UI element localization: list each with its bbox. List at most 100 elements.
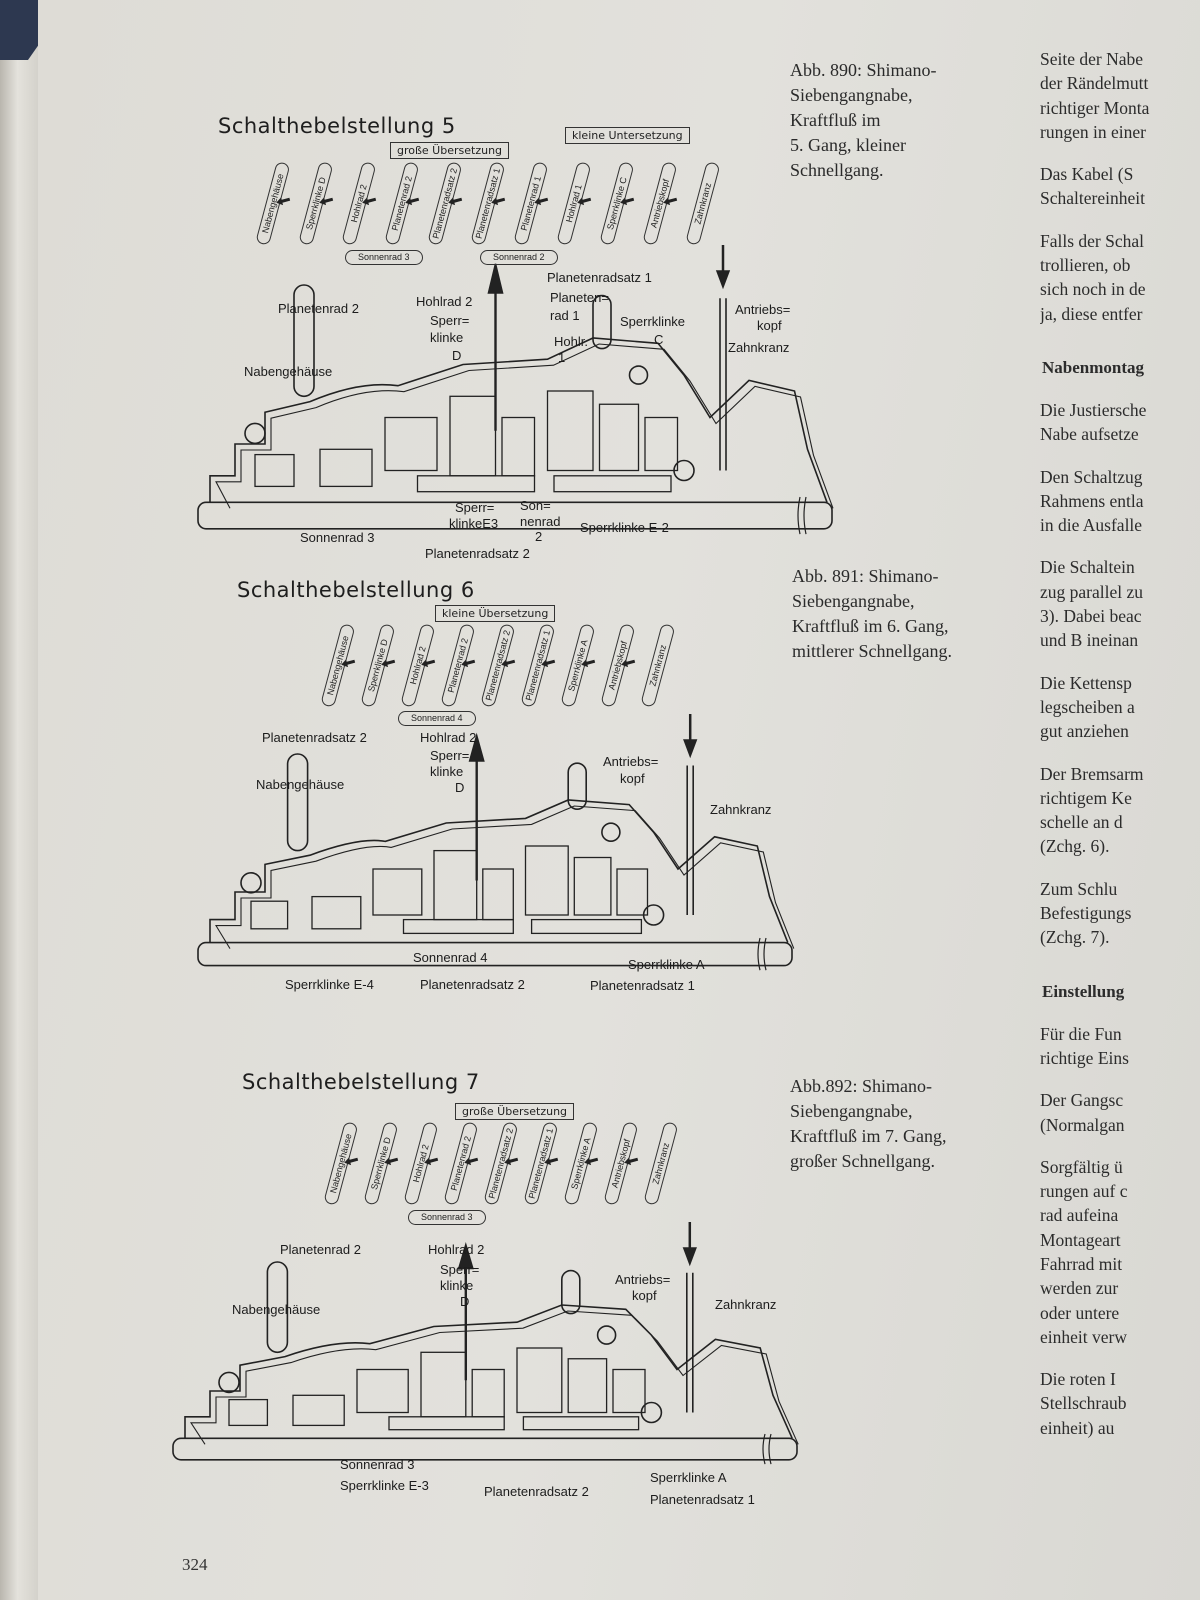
axle-break-mark [757, 937, 767, 971]
diagram-label: Nabengehäuse [256, 777, 345, 792]
arrow-shape [381, 659, 396, 668]
arrow-shape [319, 197, 334, 206]
power-flow-arrow-icon [424, 1157, 439, 1166]
hub-shell-outline [209, 799, 789, 943]
text-line: Schaltereinheit [1040, 188, 1145, 209]
power-flow-arrow-icon [461, 659, 476, 668]
diagram-label: kopf [632, 1288, 657, 1303]
text-line: und B ineinan [1040, 630, 1139, 651]
arrow-shape [534, 197, 549, 206]
paragraph: Der Bremsarm richtigem Ke schelle an d (Zch… [1040, 762, 1200, 859]
gear-component [501, 416, 536, 477]
arrow-shape [461, 659, 476, 668]
gear-component [420, 1351, 467, 1418]
planet-bearing [628, 365, 649, 385]
text-line: zug parallel zu [1040, 581, 1144, 602]
text-line: Der Gangsc [1040, 1090, 1124, 1111]
text-line: richtiger Monta [1040, 97, 1150, 118]
power-flow-arrow-icon [384, 1157, 399, 1166]
sun-gear-pill: Sonnenrad 4 [398, 711, 476, 726]
text-line: Rahmens entla [1040, 490, 1144, 511]
diagram-label: Nabengehäuse [244, 364, 333, 379]
gear-component [522, 1416, 640, 1431]
power-flow-arrow-icon [464, 1157, 479, 1166]
text-line: Für die Fun [1040, 1023, 1122, 1044]
section-heading: Einstellung [1042, 980, 1200, 1004]
arrow-shape [541, 659, 556, 668]
text-line: legscheiben a [1040, 696, 1135, 717]
diagram-label: Hohlrad 2 [428, 1242, 485, 1257]
gear-component [573, 856, 612, 916]
power-flow-arrow-icon [421, 659, 436, 668]
text-line: schelle an d [1040, 812, 1123, 833]
gear-ratio-callout: große Übersetzung [455, 1103, 575, 1120]
diagram-label: Hohlr. [554, 334, 588, 349]
right-bearing [642, 904, 665, 926]
diagram-label: Sperrklinke E-3 [340, 1478, 429, 1493]
gear-ratio-callout: große Übersetzung [390, 142, 510, 159]
text-line: Montageart [1040, 1229, 1121, 1250]
text-line: richtigem Ke [1040, 787, 1132, 808]
power-flow-arrow-icon [544, 1157, 559, 1166]
power-flow-arrow-icon [276, 197, 291, 206]
gear-component [516, 1347, 563, 1414]
text-line: Der Bremsarm [1040, 763, 1144, 784]
gear-component [433, 849, 478, 921]
arrow-shape [405, 197, 420, 206]
power-flow-arrow-icon [344, 1157, 359, 1166]
diagram-label: Zahnkranz [715, 1297, 777, 1312]
output-arrow-head [457, 1241, 474, 1270]
diagram-label: klinke [430, 330, 464, 345]
text-line: 3). Dabei beac [1040, 606, 1142, 627]
hub-shell-inner-line [215, 805, 795, 949]
input-arrow-head [715, 270, 731, 290]
diagram-label: Antriebs= [615, 1272, 671, 1287]
power-flow-arrow-icon [504, 1157, 519, 1166]
text-line: (Zchg. 7). [1040, 927, 1110, 948]
text-line: werden zur [1040, 1278, 1119, 1299]
power-flow-arrow-icon [621, 659, 636, 668]
gear-component [254, 453, 295, 488]
diagram-label: Planetenradsatz 1 [650, 1492, 755, 1507]
axle-break-mark [797, 496, 807, 535]
output-arrow-head [468, 732, 485, 762]
text-line: Fahrrad mit [1040, 1253, 1123, 1274]
text-line: ja, diese entfer [1040, 303, 1143, 324]
input-arrow-head [682, 1247, 697, 1267]
power-flow-arrow-icon [341, 659, 356, 668]
text-line: (Zchg. 6). [1040, 836, 1110, 857]
power-flow-arrow-icon [405, 197, 420, 206]
diagram-label: Planeten= [550, 290, 609, 305]
text-line: einheit) au [1040, 1417, 1115, 1438]
book-page [38, 0, 1200, 1600]
diagram-label: Planetenradsatz 2 [425, 546, 530, 561]
diagram-label: Zahnkranz [710, 802, 772, 817]
arrow-shape [544, 1157, 559, 1166]
gear-component [567, 1358, 608, 1414]
diagram-label: Hohlrad 2 [420, 730, 477, 745]
text-line: Die Schaltein [1040, 557, 1135, 578]
diagram-label: 1 [558, 350, 566, 365]
axle-break-mark [762, 1433, 772, 1465]
arrow-shape [384, 1157, 399, 1166]
diagram-label: Planetenradsatz 1 [547, 270, 652, 285]
gear-component [471, 1368, 505, 1418]
hub-cross-section-diagram [197, 245, 834, 535]
gear-ratio-callout: kleine Untersetzung [565, 127, 690, 144]
gear-component [228, 1398, 269, 1427]
right-flange [592, 294, 612, 350]
diagram-label: klinkeE3 [449, 516, 499, 531]
text-line: trollieren, ob [1040, 255, 1131, 276]
gear-component [644, 416, 679, 472]
power-flow-arrow-icon [319, 197, 334, 206]
gear-component [449, 395, 497, 477]
power-flow-arrow-icon [448, 197, 463, 206]
diagram-label: Sonnenrad 4 [413, 950, 488, 965]
diagram-label: Sperrklinke A [628, 957, 705, 972]
hub-cross-section-diagram [197, 714, 795, 971]
diagram-label: D [452, 348, 462, 363]
text-line: Die roten I [1040, 1369, 1116, 1390]
